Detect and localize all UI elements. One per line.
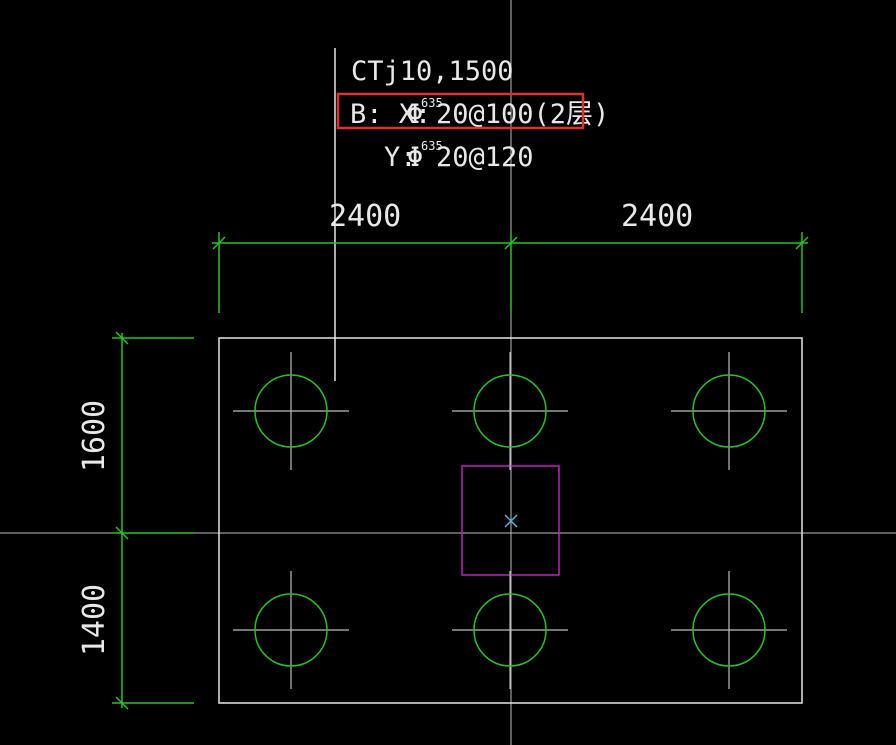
tick-top-left — [212, 236, 226, 250]
pile-3[interactable] — [671, 352, 787, 470]
dimension-left-upper-label: 1600 — [77, 400, 112, 472]
pile-1[interactable] — [233, 352, 349, 470]
pile-circle-icon — [254, 593, 328, 667]
annotation-line2-prefix: B: X: — [350, 99, 431, 130]
pile-circle-icon — [692, 593, 766, 667]
pile-circle-icon — [473, 374, 547, 448]
annotation-line2-spec: 20@100(2层) — [436, 99, 609, 130]
rebar-superscript-x: 635 — [421, 96, 443, 110]
dimension-left-lower-label: 1400 — [77, 584, 112, 656]
pile-5[interactable] — [452, 571, 568, 689]
dimension-top-right-label: 2400 — [621, 199, 693, 234]
rebar-symbol-x: Φ — [407, 99, 423, 130]
annotation-line3-spec: 20@120 — [436, 142, 534, 173]
highlight-box — [336, 92, 585, 130]
rebar-symbol-y: Φ — [407, 142, 423, 173]
tick-left-top — [115, 331, 129, 345]
tick-left-center — [115, 526, 129, 540]
annotation-line3: Y: Φ 635 20@120 — [384, 139, 534, 173]
annotation-line2: B: X: Φ 635 20@100(2层) — [350, 96, 609, 130]
pile-circle-icon — [692, 374, 766, 448]
pile-circle-icon — [254, 374, 328, 448]
dimension-top-left-label: 2400 — [329, 199, 401, 234]
pile-cap-annotation[interactable]: CTj10,1500 B: X: Φ 635 20@100(2层) Y: Φ 6… — [350, 56, 609, 173]
pile-6[interactable] — [671, 571, 787, 689]
dimension-top[interactable] — [212, 232, 809, 313]
annotation-line3-prefix: Y: — [384, 142, 417, 173]
pile-4[interactable] — [233, 571, 349, 689]
pile-2[interactable] — [452, 352, 568, 470]
tick-left-bottom — [115, 696, 129, 710]
rebar-superscript-y: 635 — [421, 139, 443, 153]
pile-group — [233, 352, 787, 689]
pile-circle-icon — [473, 593, 547, 667]
x-cross-icon — [504, 514, 518, 528]
dimension-left[interactable] — [112, 331, 194, 710]
annotation-line1: CTj10,1500 — [351, 56, 514, 87]
tick-top-mid — [504, 236, 518, 250]
tick-top-right — [795, 236, 809, 250]
pile-cap-outline[interactable] — [218, 337, 803, 704]
